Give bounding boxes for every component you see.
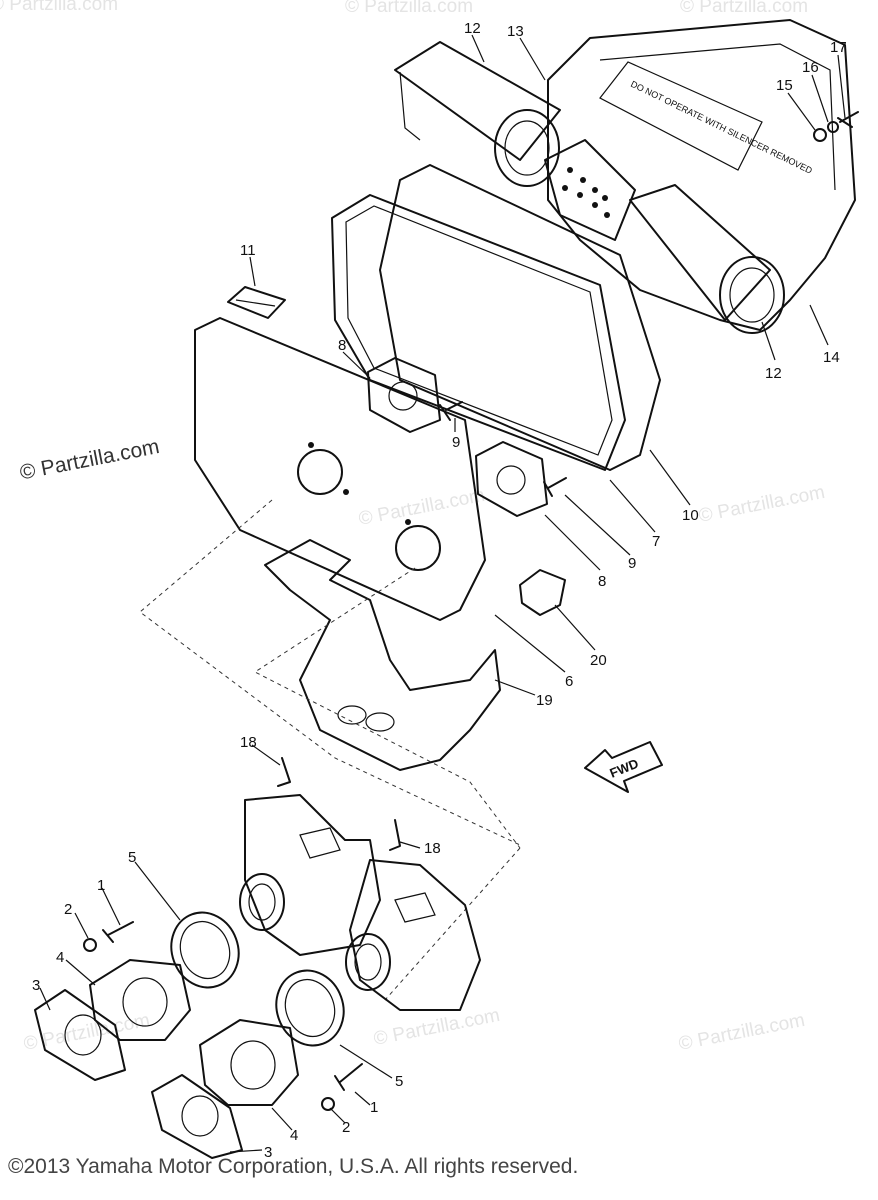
callout-17: 17 xyxy=(830,39,847,56)
callout-1-bottom: 1 xyxy=(370,1099,378,1116)
callout-7: 7 xyxy=(652,533,660,550)
callout-5-bottom: 5 xyxy=(395,1073,403,1090)
guide-lines xyxy=(139,499,521,1001)
fwd-arrow: FWD xyxy=(584,741,663,793)
cotter-pins xyxy=(277,757,401,851)
callout-16: 16 xyxy=(802,59,819,76)
callout-9-top: 9 xyxy=(452,434,460,451)
callout-2-top: 2 xyxy=(64,901,72,918)
cover-plate xyxy=(194,317,486,621)
gasket-lower xyxy=(475,441,548,517)
callout-12-bottom: 12 xyxy=(765,365,782,382)
copyright-notice: ©2013 Yamaha Motor Corporation, U.S.A. A… xyxy=(8,1155,579,1178)
callout-2-bottom: 2 xyxy=(342,1119,350,1136)
callout-9-bottom: 9 xyxy=(628,555,636,572)
callout-12-top: 12 xyxy=(464,20,481,37)
screws xyxy=(439,401,567,497)
callout-18-bottom: 18 xyxy=(424,840,441,857)
carburetor-left xyxy=(239,794,381,956)
joint-upper xyxy=(89,959,191,1041)
watermark: © Partzilla.com xyxy=(372,1005,502,1050)
flange-lower xyxy=(151,1074,243,1159)
warning-label-plate xyxy=(599,61,763,171)
rubber-mount xyxy=(519,569,566,616)
callout-14: 14 xyxy=(823,349,840,366)
joint-lower xyxy=(199,1019,299,1106)
callout-6: 6 xyxy=(565,673,573,690)
callout-numbers: 12 13 17 16 15 12 14 11 8 9 10 7 9 8 20 … xyxy=(32,20,847,1161)
carburetor-right xyxy=(345,859,481,1011)
callout-13: 13 xyxy=(507,23,524,40)
bolt-lower xyxy=(321,1063,363,1111)
callout-1-top: 1 xyxy=(97,877,105,894)
callout-11: 11 xyxy=(240,242,256,259)
leader-lines xyxy=(39,34,846,1153)
gasket-upper xyxy=(367,357,441,433)
clip-part xyxy=(227,286,286,319)
callout-19: 19 xyxy=(536,692,553,709)
callout-5-top: 5 xyxy=(128,849,136,866)
flange-upper xyxy=(34,989,126,1081)
watermark: © Partzilla.com xyxy=(677,1010,807,1055)
clamp-upper xyxy=(170,911,240,989)
bracket xyxy=(264,539,501,771)
callout-8-top: 8 xyxy=(338,337,346,354)
callout-10: 10 xyxy=(682,507,699,524)
callout-18-top: 18 xyxy=(240,734,257,751)
callout-3-top: 3 xyxy=(32,977,40,994)
clamp-lower xyxy=(275,969,345,1047)
bolt-washer-set xyxy=(813,111,859,142)
silencer-tube-upper xyxy=(394,41,561,187)
callout-15: 15 xyxy=(776,77,793,94)
callout-3-bottom: 3 xyxy=(264,1144,272,1161)
callout-8-bottom: 8 xyxy=(598,573,606,590)
watermark: © Partzilla.com xyxy=(345,0,473,17)
watermark: © Partzilla.com xyxy=(357,485,487,530)
air-cleaner-case xyxy=(379,164,661,471)
watermark: © Partzilla.com xyxy=(697,482,827,527)
watermark: © Partzilla.com xyxy=(680,0,808,17)
silencer-tube-lower xyxy=(629,184,785,334)
callout-4-bottom: 4 xyxy=(290,1127,298,1144)
silencer-insert xyxy=(544,139,636,241)
callout-20: 20 xyxy=(590,652,607,669)
bolt-upper xyxy=(83,921,134,952)
callout-4-top: 4 xyxy=(56,949,64,966)
element-gasket xyxy=(331,194,626,471)
watermark: © Partzilla.com xyxy=(0,0,118,15)
